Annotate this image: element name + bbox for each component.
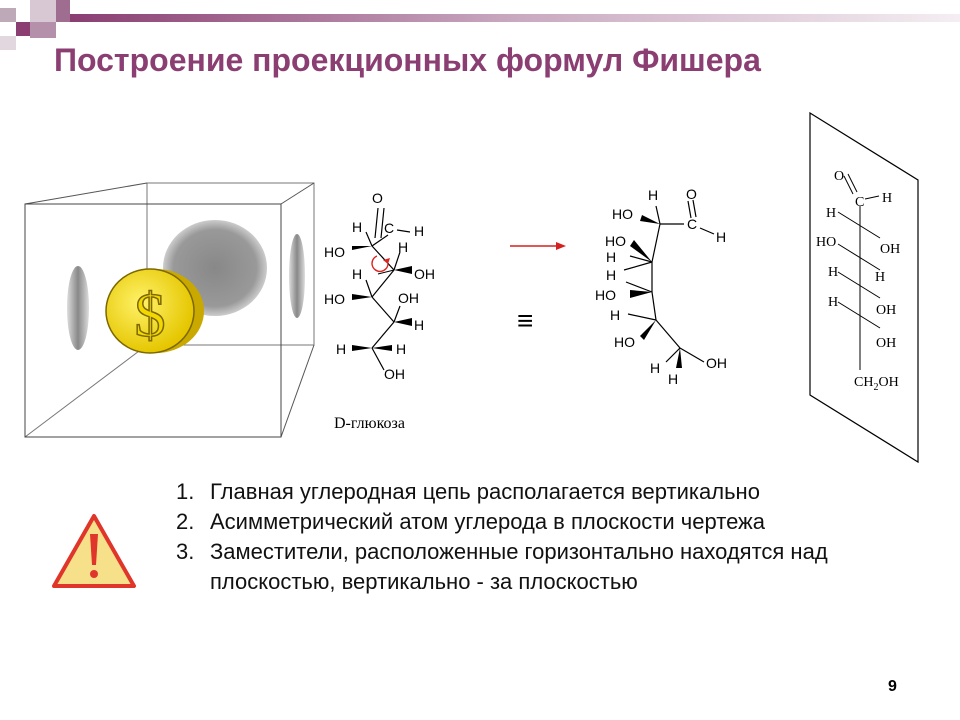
atom-label: O — [372, 190, 383, 206]
ch2oh-label: CH2OH — [854, 375, 899, 393]
atom-label: HO — [816, 235, 836, 250]
atom-label: OH — [384, 366, 405, 382]
glucose-zigzag-structure: O C H H HO H H OH HO OH H H H OH D-глюко… — [324, 190, 435, 432]
list-item: 3. Заместители, расположенные горизонтал… — [176, 539, 828, 594]
atom-label: OH — [880, 242, 900, 257]
coin-shadow-left — [67, 266, 89, 350]
atom-label: OH — [414, 266, 435, 282]
rules-list: 1. Главная углеродная цепь располагается… — [176, 477, 936, 597]
slide-title: Построение проекционных формул Фишера — [54, 42, 761, 78]
atom-label: H — [648, 187, 658, 203]
list-item: 2. Асимметрический атом углерода в плоск… — [176, 509, 766, 534]
atom-label: C — [384, 220, 394, 236]
atom-label: H — [336, 341, 346, 357]
atom-label: H — [650, 360, 660, 376]
atom-label: C — [855, 195, 864, 210]
atom-label: OH — [876, 336, 896, 351]
equivalence-sign: ≡ — [517, 305, 533, 336]
glucose-caption: D-глюкоза — [334, 415, 405, 432]
coin-shadow-right — [289, 234, 305, 318]
atom-label: H — [414, 317, 424, 333]
atom-label: O — [686, 186, 697, 202]
cube-illustration: $ — [24, 182, 315, 438]
atom-label: H — [352, 266, 362, 282]
atom-label: H — [668, 371, 678, 387]
atom-label: H — [828, 265, 838, 280]
dollar-sign-icon: $ — [135, 282, 166, 350]
atom-label: OH — [706, 355, 727, 371]
atom-label: H — [396, 341, 406, 357]
page-number: 9 — [888, 678, 897, 695]
atom-label: H — [828, 295, 838, 310]
atom-label: H — [398, 239, 408, 255]
atom-label: H — [882, 191, 892, 206]
atom-label: H — [716, 229, 726, 245]
atom-label: H — [352, 219, 362, 235]
atom-label: HO — [605, 233, 626, 249]
atom-label: HO — [324, 244, 345, 260]
coin-icon — [105, 268, 195, 354]
atom-label: HO — [614, 334, 635, 350]
top-gradient-bar — [70, 14, 960, 22]
atom-label: OH — [876, 303, 896, 318]
atom-label: HO — [324, 291, 345, 307]
fischer-projection-plane: O C H H HO OH H H OH H OH CH2OH — [809, 111, 919, 464]
red-arrow-icon — [510, 242, 566, 250]
atom-label: C — [687, 216, 697, 232]
atom-label: H — [606, 267, 616, 283]
atom-label: HO — [612, 206, 633, 222]
list-item: 1. Главная углеродная цепь располагается… — [176, 479, 760, 504]
atom-label: H — [606, 249, 616, 265]
atom-label: H — [826, 206, 836, 221]
corner-decoration — [0, 0, 80, 60]
atom-label: H — [610, 307, 620, 323]
atom-label: OH — [398, 290, 419, 306]
atom-label: H — [875, 270, 885, 285]
atom-label: O — [834, 169, 844, 184]
warning-triangle-icon — [52, 514, 136, 588]
atom-label: HO — [595, 287, 616, 303]
glucose-rotated-structure: H O HO C H HO H H HO H HO H H OH — [595, 186, 727, 387]
atom-label: H — [414, 223, 424, 239]
